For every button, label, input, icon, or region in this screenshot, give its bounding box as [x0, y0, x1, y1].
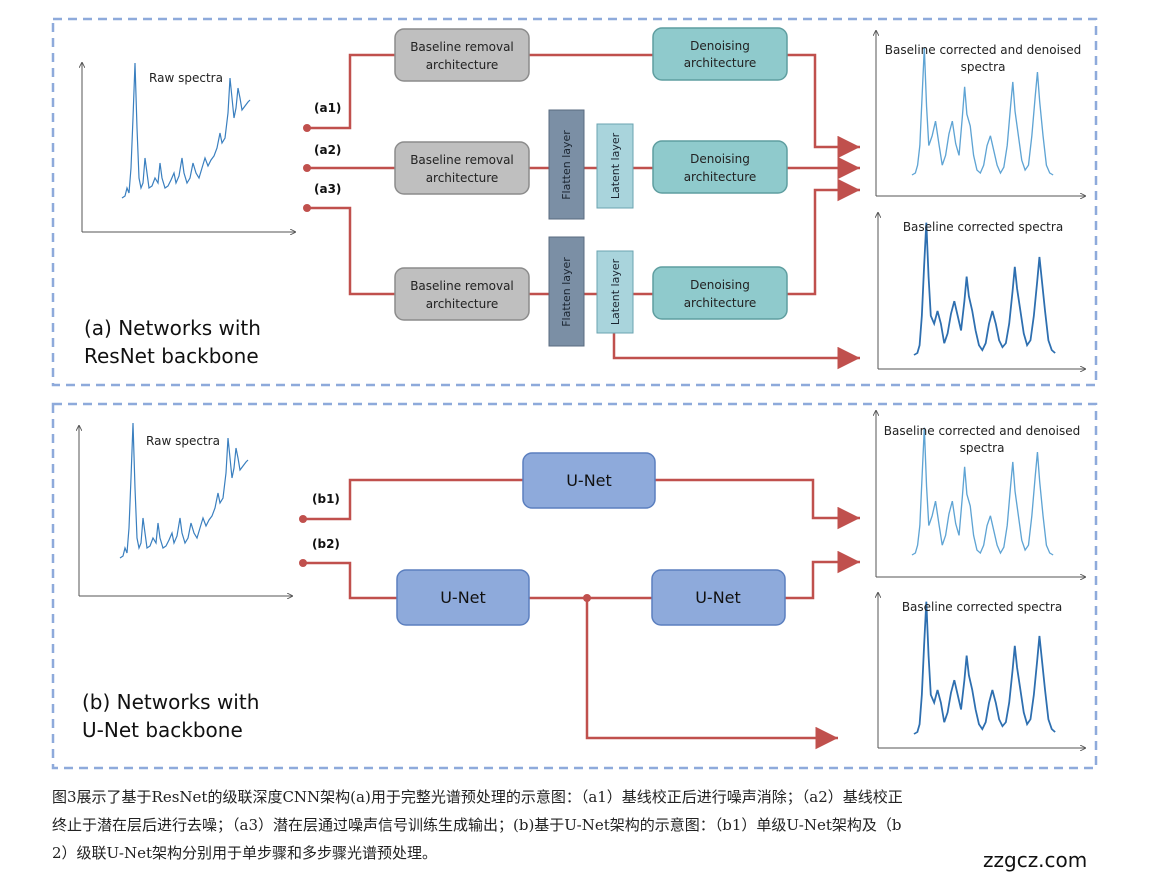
panel-b-title-1: (b) Networks with	[82, 690, 259, 714]
panel-a-output-top-plot	[876, 30, 1086, 196]
a2-latent-label: Latent layer	[609, 132, 622, 199]
panel-b-raw-spectra-plot	[79, 422, 293, 596]
panel-b-junction	[583, 594, 591, 602]
a3-denoising-box	[652, 266, 788, 320]
b2-unet-box-2	[651, 569, 786, 626]
a3-flatten-label: Flatten layer	[560, 257, 573, 327]
a2-baseline-label-1: Baseline removal	[410, 153, 514, 167]
a1-baseline-removal-box	[394, 28, 530, 82]
panel-a-a2-start	[303, 164, 311, 172]
a2-baseline-label-2: architecture	[426, 171, 499, 185]
panel-a-path-a2-label: (a2)	[314, 143, 341, 157]
panel-a-output-top-label-2: spectra	[961, 60, 1006, 74]
panel-a-raw-label: Raw spectra	[149, 71, 223, 85]
caption-line-1: 图3展示了基于ResNet的级联深度CNN架构(a)用于完整光谱预处理的示意图：…	[52, 788, 903, 806]
panel-a-output-bottom-plot	[878, 212, 1086, 369]
a1-baseline-label-1: Baseline removal	[410, 40, 514, 54]
a3-baseline-label-1: Baseline removal	[410, 279, 514, 293]
caption-line-2: 终止于潜在层后进行去噪；（a3）潜在层通过噪声信号训练生成输出；(b)基于U-N…	[52, 816, 902, 834]
panel-b-output-bottom-label: Baseline corrected spectra	[902, 600, 1062, 614]
a1-baseline-label-2: architecture	[426, 58, 499, 72]
panel-a-raw-spectra-plot	[82, 62, 296, 232]
a2-denoise-label-2: architecture	[684, 170, 757, 184]
a2-flatten-layer-box	[548, 109, 585, 220]
b2-unet-label-2: U-Net	[695, 588, 741, 607]
b2-unet-box-1	[396, 569, 530, 626]
a3-denoise-label-2: architecture	[684, 296, 757, 310]
b1-unet-label: U-Net	[566, 471, 612, 490]
a1-denoising-box	[652, 27, 788, 81]
panel-a-a3-start	[303, 204, 311, 212]
figure-caption: 图3展示了基于ResNet的级联深度CNN架构(a)用于完整光谱预处理的示意图：…	[52, 783, 1102, 867]
panel-b-title-2: U-Net backbone	[82, 718, 243, 742]
panel-b-b1-start	[299, 515, 307, 523]
b2-unet-label-1: U-Net	[440, 588, 486, 607]
panel-a-title-2: ResNet backbone	[84, 344, 259, 368]
a2-denoising-box	[652, 140, 788, 194]
panel-a-output-top-label-1: Baseline corrected and denoised	[885, 43, 1081, 57]
a3-latent-label: Latent layer	[609, 258, 622, 325]
panel-b-path-b1-label: (b1)	[312, 492, 340, 506]
a3-flatten-layer-box	[548, 236, 585, 347]
a3-denoise-label-1: Denoising	[690, 278, 750, 292]
panel-a-connectors	[307, 53, 860, 370]
panel-a-path-a3-label: (a3)	[314, 182, 341, 196]
a3-baseline-label-2: architecture	[426, 297, 499, 311]
panel-a-title-1: (a) Networks with	[84, 316, 261, 340]
panel-b-output-top-plot	[876, 410, 1086, 577]
panel-b-output-top-label-1: Baseline corrected and denoised	[884, 424, 1080, 438]
panel-b-connectors	[303, 478, 860, 750]
watermark: zzgcz.com	[983, 848, 1088, 872]
a1-denoise-label-2: architecture	[684, 56, 757, 70]
b1-unet-box	[522, 452, 656, 509]
a3-baseline-removal-box	[394, 267, 530, 321]
a3-latent-layer-box	[596, 250, 634, 334]
a2-latent-layer-box	[596, 123, 634, 209]
panel-a-output-bottom-label: Baseline corrected spectra	[903, 220, 1063, 234]
panel-b-raw-label: Raw spectra	[146, 434, 220, 448]
panel-b-border	[51, 402, 1098, 770]
a2-flatten-label: Flatten layer	[560, 130, 573, 200]
panel-a-path-a1-label: (a1)	[314, 101, 341, 115]
caption-line-3: 2）级联U-Net架构分别用于单步骤和多步骤光谱预处理。	[52, 844, 438, 862]
a2-denoise-label-1: Denoising	[690, 152, 750, 166]
a2-baseline-removal-box	[394, 141, 530, 195]
panel-b-output-bottom-plot	[878, 592, 1086, 748]
panel-b-path-b2-label: (b2)	[312, 537, 340, 551]
panel-b-output-top-label-2: spectra	[960, 441, 1005, 455]
panel-b-b2-start	[299, 559, 307, 567]
panel-a-a1-start	[303, 124, 311, 132]
a1-denoise-label-1: Denoising	[690, 39, 750, 53]
